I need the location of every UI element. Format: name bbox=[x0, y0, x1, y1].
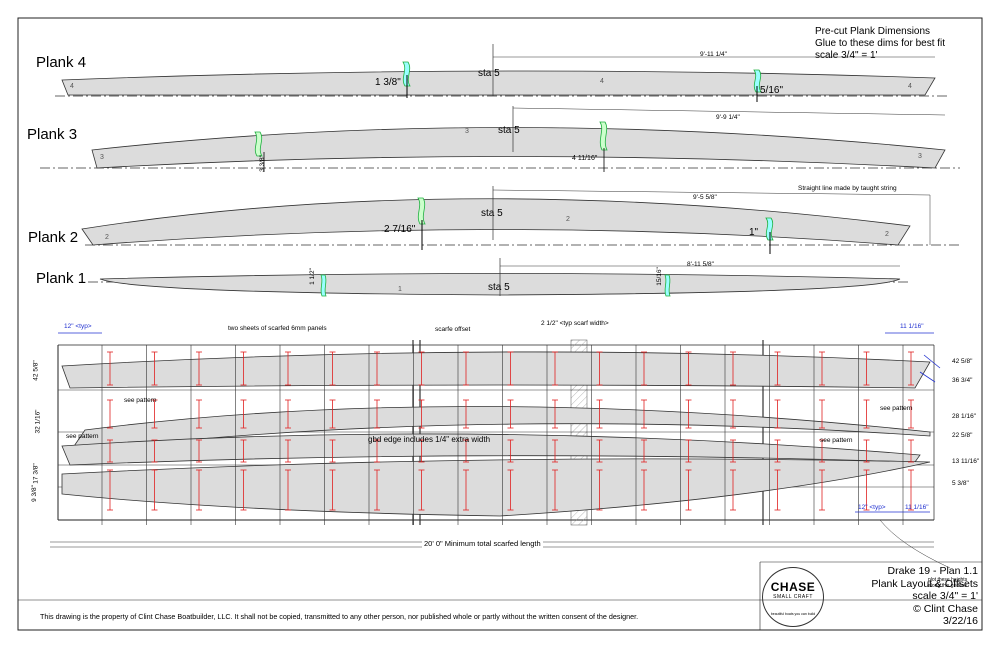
scarf-width-note: 2 1/2" <typ scarf width> bbox=[541, 320, 609, 327]
see-pattern-note-2: see pattern bbox=[66, 433, 99, 440]
plank-2-num-mid: 2 bbox=[566, 216, 570, 223]
plank-1-station: sta 5 bbox=[488, 282, 510, 293]
typ-left-dim: 12" <typ> bbox=[64, 323, 92, 330]
plank-4-shape bbox=[55, 44, 950, 102]
chase-logo: CHASE SMALL CRAFT beautiful boats you ca… bbox=[762, 567, 824, 627]
plank-3-offset-right: 4 11/16" bbox=[572, 155, 598, 162]
title-line-2: Plank Layout & Offsets bbox=[871, 577, 978, 590]
two-sheets-note: two sheets of scarfed 6mm panels bbox=[228, 325, 327, 332]
taught-string-note: Straight line made by taught string bbox=[798, 185, 897, 192]
plank-4-num-left: 4 bbox=[70, 83, 74, 90]
see-pattern-note-4: see pattern bbox=[820, 437, 853, 444]
header-title: Pre-cut Plank Dimensions bbox=[815, 26, 931, 37]
see-pattern-note-1: see pattern bbox=[124, 397, 157, 404]
plank-4-offset-right: 5/16" bbox=[760, 85, 784, 96]
plank-3-shape bbox=[40, 106, 960, 172]
right-dim-label: 13 11/16" bbox=[952, 458, 980, 465]
typ-bottom-dim: 12" <typ> bbox=[858, 504, 886, 511]
right-dim-label: 28 1/16" bbox=[952, 413, 976, 420]
layout-plank-3 bbox=[69, 406, 931, 453]
plank-1-label: Plank 1 bbox=[36, 270, 87, 287]
plank-2-station: sta 5 bbox=[481, 208, 503, 219]
plank-1-offset-left: 1 1/2" bbox=[308, 268, 316, 285]
logo-tag: beautiful boats you can build bbox=[770, 612, 816, 616]
plank-1-length: 8'-11 5/8" bbox=[687, 261, 714, 268]
scarfe-offset-note: scarfe offset bbox=[435, 326, 471, 333]
header-notes: Pre-cut Plank Dimensions Glue to these d… bbox=[815, 26, 945, 62]
see-pattern-note-3: see pattern bbox=[880, 405, 913, 412]
plank-1-shape bbox=[88, 258, 910, 297]
plank-3-num-left: 3 bbox=[100, 154, 104, 161]
plank-3-station: sta 5 bbox=[498, 125, 520, 136]
right-dim-label: 36 3/4" bbox=[952, 377, 973, 384]
plot-heights-note: plot these heights along this gridline bbox=[928, 577, 968, 589]
layout-plank-4 bbox=[61, 351, 931, 389]
offset-dimensions bbox=[107, 351, 914, 511]
plank-4-length: 9'-11 1/4" bbox=[700, 51, 727, 58]
left-dim-label: 32 1/16" bbox=[34, 409, 42, 434]
plank-4-num-right: 4 bbox=[908, 83, 912, 90]
station-lines bbox=[101, 345, 904, 525]
title-line-3: scale 3/4" = 1' bbox=[912, 590, 978, 602]
left-dim-label: 42 5/8" bbox=[32, 360, 40, 381]
plank-1-num-mid: 1 bbox=[398, 286, 402, 293]
min-length-note: 20' 0" Minimum total scarfed length bbox=[422, 539, 543, 548]
logo-name: CHASE bbox=[770, 580, 816, 594]
plank-2-label: Plank 2 bbox=[28, 229, 79, 246]
plank-3-label: Plank 3 bbox=[27, 126, 78, 143]
plank-2-num-right: 2 bbox=[885, 231, 889, 238]
plank-2-num-left: 2 bbox=[105, 234, 109, 241]
plank-4-station: sta 5 bbox=[478, 68, 500, 79]
right-dim-label: 22 5/8" bbox=[952, 432, 973, 439]
plank-3-num-right: 3 bbox=[918, 153, 922, 160]
plank-4-label: Plank 4 bbox=[36, 54, 87, 71]
left-dim-label: 17 3/8" bbox=[32, 463, 40, 484]
plank-2-length: 9'-5 5/8" bbox=[693, 194, 717, 201]
plank-3-offset-left: 3 3/8" bbox=[258, 155, 266, 172]
plank-3-length: 9'-9 1/4" bbox=[716, 114, 740, 121]
sheet-border bbox=[17, 17, 983, 631]
right-dim-label: 42 5/8" bbox=[952, 358, 973, 365]
title-line-5: 3/22/16 bbox=[942, 615, 978, 627]
right-dim-label: 5 3/8" bbox=[952, 480, 969, 487]
plank-4-offset-left: 1 3/8" bbox=[375, 77, 401, 88]
plank-4-num-mid: 4 bbox=[600, 78, 604, 85]
blue-dims bbox=[58, 332, 941, 513]
left-dim-label: 9 3/8" bbox=[30, 485, 38, 502]
plank-3-num-mid: 3 bbox=[465, 128, 469, 135]
title-line-1: Drake 19 - Plan 1.1 bbox=[887, 565, 978, 577]
typ-bottom-dim-2: 11 1/16" bbox=[905, 504, 929, 511]
header-scale: scale 3/4" = 1' bbox=[815, 50, 878, 61]
plank-2-offset-left: 2 7/16" bbox=[384, 224, 416, 235]
gbd-edge-note: gbd edge includes 1/4" extra width bbox=[368, 435, 491, 444]
plank-1-offset-right: 15/16" bbox=[655, 267, 663, 286]
logo-sub: SMALL CRAFT bbox=[773, 594, 813, 600]
header-subtitle: Glue to these dims for best fit bbox=[815, 38, 946, 49]
title-line-4: © Clint Chase bbox=[913, 602, 978, 615]
typ-right-dim: 11 1/16" bbox=[900, 323, 924, 330]
plank-2-shape bbox=[81, 186, 960, 254]
title-block: Drake 19 - Plan 1.1 Plank Layout & Offse… bbox=[871, 565, 978, 628]
plank-2-offset-right: 1" bbox=[749, 227, 759, 238]
copyright-footer: This drawing is the property of Clint Ch… bbox=[40, 612, 639, 621]
layout-plank-1 bbox=[61, 458, 931, 517]
